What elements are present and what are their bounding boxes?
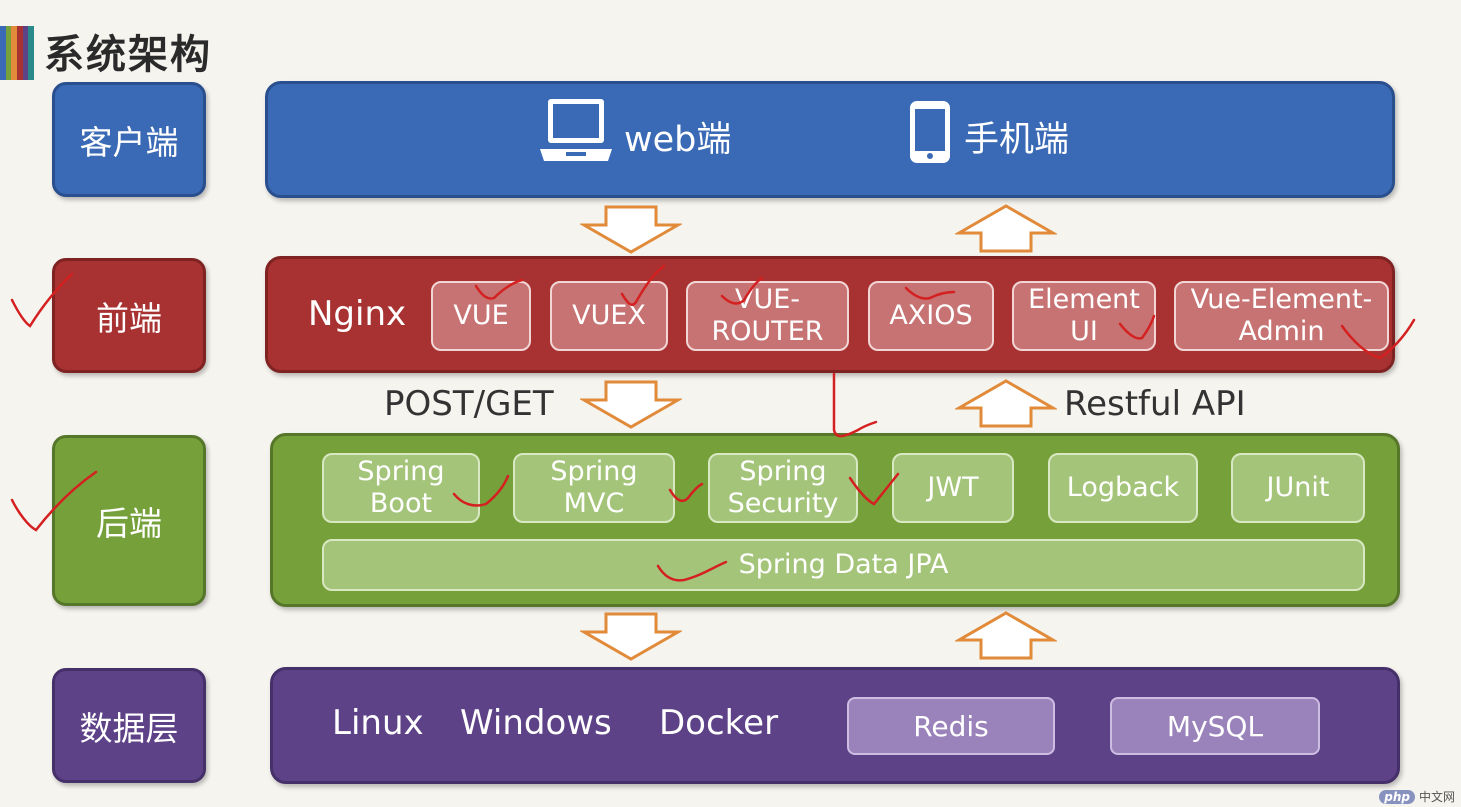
chip-spring-data-jpa: Spring Data JPA [322, 539, 1365, 591]
arrow-up-backend-frontend [955, 378, 1057, 428]
platform-docker: Docker [659, 703, 779, 743]
arrow-down-client-frontend [580, 205, 682, 255]
chip-vuex: VUEX [550, 281, 668, 351]
chip-axios: AXIOS [868, 281, 994, 351]
phone-icon [906, 99, 954, 174]
chip-junit: JUnit [1231, 453, 1365, 523]
watermark: php 中文网 [1379, 788, 1455, 805]
chip-vue-element-admin: Vue-Element- Admin [1174, 281, 1389, 351]
chip-spring-mvc: Spring MVC [513, 453, 675, 523]
nginx-label: Nginx [308, 294, 407, 334]
layer-label-frontend: 前端 [52, 258, 206, 373]
chip-jwt: JWT [892, 453, 1014, 523]
client-layer-panel [265, 81, 1395, 198]
chip-vue: VUE [431, 281, 531, 351]
chip-spring-boot: Spring Boot [322, 453, 480, 523]
layer-label-backend: 后端 [52, 435, 206, 606]
layer-label-client: 客户端 [52, 82, 206, 197]
arrow-up-data-backend [955, 610, 1057, 660]
platform-windows: Windows [460, 703, 612, 743]
client-mobile-label: 手机端 [964, 119, 1070, 160]
chip-element-ui: Element UI [1012, 281, 1156, 351]
chip-logback: Logback [1048, 453, 1198, 523]
laptop-icon [538, 97, 614, 176]
layer-label-data: 数据层 [52, 668, 206, 783]
client-web: web端 [538, 98, 732, 172]
watermark-text: 中文网 [1418, 790, 1455, 804]
arrow-up-frontend-client [955, 203, 1057, 253]
store-redis: Redis [847, 697, 1055, 755]
response-flow-label: Restful API [1064, 384, 1246, 424]
watermark-logo: php [1379, 789, 1415, 804]
chip-spring-security: Spring Security [708, 453, 858, 523]
client-mobile: 手机端 [906, 100, 1069, 172]
chip-vue-router: VUE- ROUTER [686, 281, 849, 351]
client-web-label: web端 [624, 119, 732, 160]
store-mysql: MySQL [1110, 697, 1320, 755]
platform-linux: Linux [332, 703, 424, 743]
arrow-down-backend-data [580, 612, 682, 662]
title-accent-bar [0, 26, 35, 80]
arrow-down-frontend-backend [580, 380, 682, 430]
page-title: 系统架构 [44, 32, 212, 78]
request-flow-label: POST/GET [384, 384, 554, 424]
